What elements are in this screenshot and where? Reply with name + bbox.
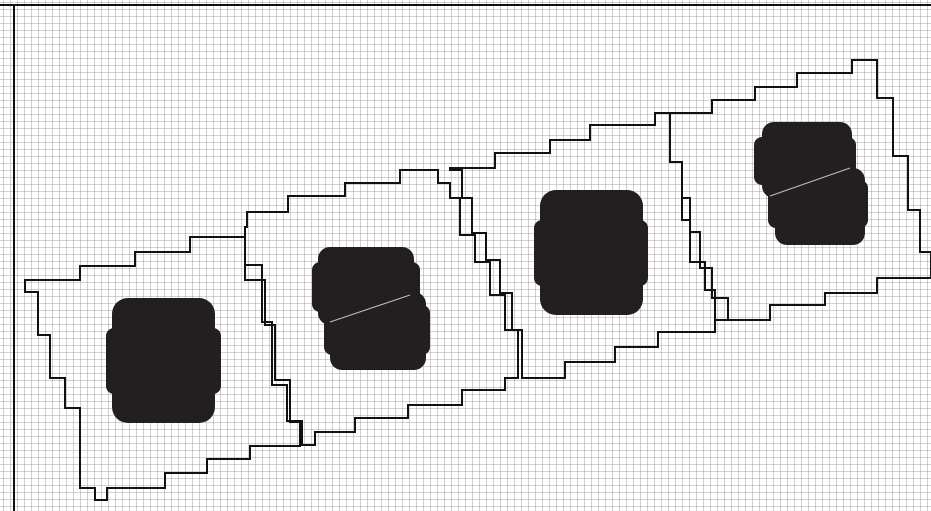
cell-1-nucleus [106, 298, 221, 423]
cell-3-nucleus [534, 190, 648, 315]
cell-2-nucleus [312, 247, 430, 370]
